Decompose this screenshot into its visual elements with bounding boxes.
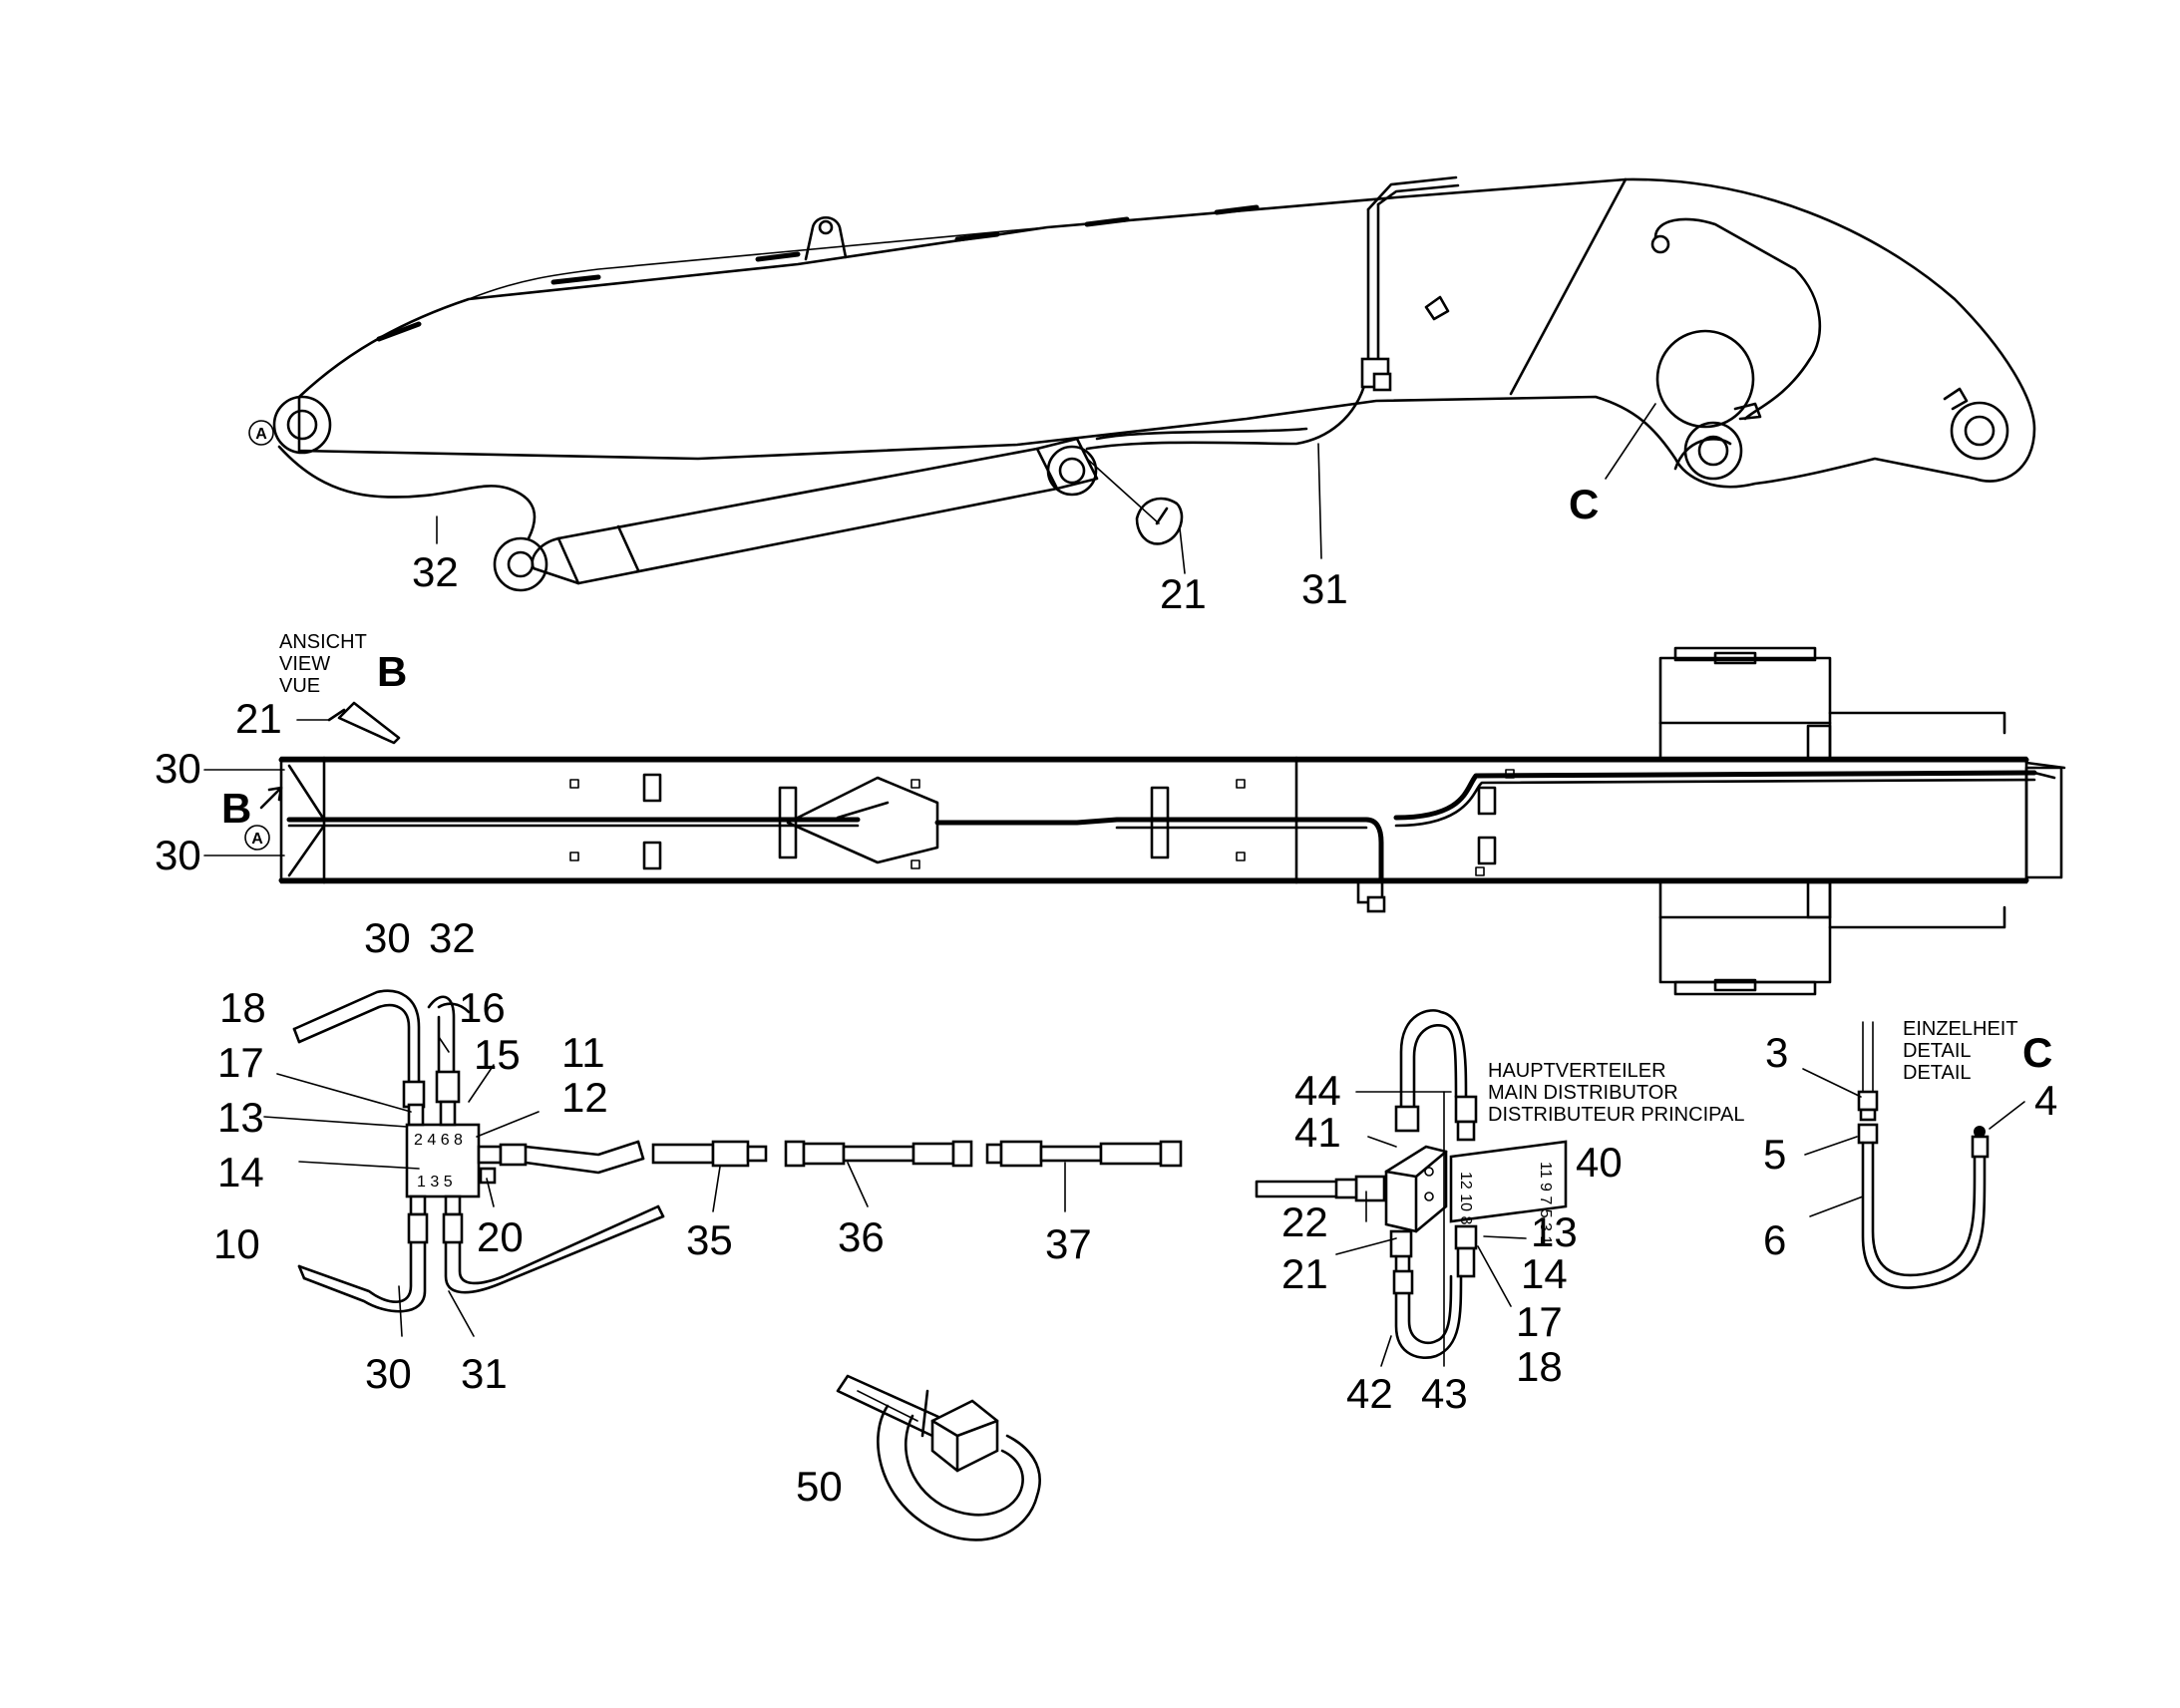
left-distributor: 2 4 6 8 1 3 5: [292, 989, 665, 1313]
svg-text:A: A: [255, 426, 267, 443]
callout-16-left: 16: [459, 984, 506, 1031]
hose-36: [784, 1140, 973, 1168]
callout-18-main: 18: [1516, 1343, 1563, 1390]
callout-13-main: 13: [1531, 1208, 1578, 1255]
svg-text:DETAIL: DETAIL: [1903, 1040, 1972, 1062]
callout-21-viewb: 21: [235, 695, 282, 742]
svg-text:HAUPTVERTEILER: HAUPTVERTEILER: [1488, 1060, 1666, 1082]
callout-4: 4: [2034, 1077, 2057, 1124]
main-distributor: 12 10 8 6 4 2 11 9 7 5 3 1: [1255, 1009, 1568, 1359]
hose-37: [985, 1140, 1183, 1168]
view-b-fitting: [327, 701, 401, 745]
callout-11-left: 11: [561, 1029, 605, 1076]
svg-text:B: B: [377, 648, 407, 695]
callout-30-top-view-lower: 30: [155, 832, 201, 878]
callout-c-letter: C: [1569, 481, 1599, 527]
svg-text:DETAIL: DETAIL: [1903, 1062, 1972, 1084]
callout-32-top: 32: [412, 548, 459, 595]
callout-5: 5: [1763, 1131, 1786, 1178]
detail-c-title: EINZELHEIT DETAIL DETAIL C: [1903, 1018, 2052, 1084]
callout-31-left: 31: [461, 1350, 508, 1397]
view-b-label: ANSICHT VIEW VUE B: [279, 631, 407, 697]
hose-35: [651, 1140, 768, 1168]
callout-30-left-top: 30: [364, 914, 411, 961]
callout-3: 3: [1765, 1029, 1788, 1076]
callout-30-left-bottom: 30: [365, 1350, 412, 1397]
callout-13-left: 13: [217, 1094, 264, 1141]
callout-32-left: 32: [429, 914, 476, 961]
callout-31-top: 31: [1301, 565, 1348, 612]
callout-50: 50: [796, 1463, 843, 1510]
svg-text:VUE: VUE: [279, 675, 320, 697]
callout-14-left: 14: [217, 1149, 264, 1196]
svg-text:1 3 5: 1 3 5: [417, 1174, 453, 1191]
callout-36: 36: [838, 1213, 885, 1260]
boom-side-view: [272, 175, 2036, 592]
callout-44: 44: [1294, 1067, 1341, 1114]
cable-tie-icon: [836, 1374, 1041, 1541]
callout-21-main: 21: [1281, 1250, 1328, 1297]
svg-text:VIEW: VIEW: [279, 653, 330, 675]
boom-top-view: [278, 646, 2066, 996]
callout-6: 6: [1763, 1216, 1786, 1263]
circle-a-middle: A: [244, 825, 270, 851]
callout-37: 37: [1045, 1220, 1092, 1267]
callout-20-left: 20: [477, 1213, 524, 1260]
callout-35: 35: [686, 1216, 733, 1263]
callout-10-left: 10: [213, 1220, 260, 1267]
callout-15-left: 15: [474, 1031, 521, 1078]
callout-22: 22: [1281, 1198, 1328, 1245]
callout-43: 43: [1421, 1370, 1468, 1417]
callout-30-top-view-upper: 30: [155, 745, 201, 792]
svg-text:DISTRIBUTEUR PRINCIPAL: DISTRIBUTEUR PRINCIPAL: [1488, 1104, 1744, 1126]
svg-text:C: C: [2022, 1029, 2052, 1076]
callout-b-arrow: B: [221, 785, 251, 832]
arrow-b: [259, 786, 283, 810]
callout-17-main: 17: [1516, 1298, 1563, 1345]
callout-42: 42: [1346, 1370, 1393, 1417]
svg-text:2 4 6 8: 2 4 6 8: [414, 1132, 463, 1149]
callout-21-top: 21: [1160, 570, 1207, 617]
svg-text:MAIN DISTRIBUTOR: MAIN DISTRIBUTOR: [1488, 1082, 1678, 1104]
callout-18-left: 18: [219, 984, 266, 1031]
callout-17-left: 17: [217, 1039, 264, 1086]
svg-text:A: A: [251, 831, 263, 848]
svg-text:EINZELHEIT: EINZELHEIT: [1903, 1018, 2018, 1040]
callout-12-left: 12: [561, 1074, 608, 1121]
svg-text:11 9 7 5 3 1: 11 9 7 5 3 1: [1537, 1162, 1554, 1244]
callout-41: 41: [1294, 1109, 1341, 1156]
main-distributor-title: HAUPTVERTEILER MAIN DISTRIBUTOR DISTRIBU…: [1488, 1060, 1744, 1126]
circle-a-top: A: [248, 420, 274, 446]
svg-text:ANSICHT: ANSICHT: [279, 631, 367, 653]
callout-14-main: 14: [1521, 1250, 1568, 1297]
lubrication-fitting-icon: [1857, 1021, 1990, 1289]
callout-40: 40: [1576, 1139, 1623, 1186]
